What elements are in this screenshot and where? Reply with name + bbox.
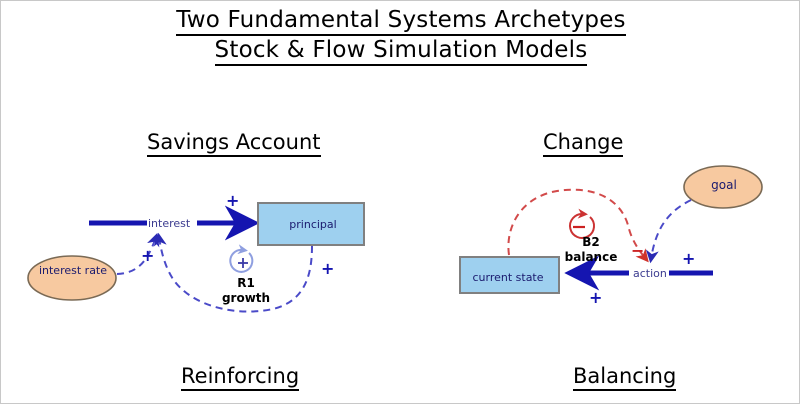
link-rate-to-interest <box>116 232 160 275</box>
heading-savings-account-text: Savings Account <box>147 130 321 157</box>
stock-current-state <box>459 256 560 294</box>
stock-principal-label: principal <box>289 218 337 231</box>
loop-label-r1-id: R1 <box>237 276 255 290</box>
loop-label-r1: R1 growth <box>201 276 291 306</box>
polarity-state-to-action: − <box>631 241 645 260</box>
stock-current-state-label: current state <box>472 271 544 284</box>
footer-balancing: Balancing <box>573 364 677 391</box>
page-title-line-2-text: Stock & Flow Simulation Models <box>214 37 588 66</box>
link-state-to-action <box>507 188 649 263</box>
footer-reinforcing: Reinforcing <box>181 364 300 391</box>
page-title-line-1-text: Two Fundamental Systems Archetypes <box>176 7 626 36</box>
loop-label-r1-name: growth <box>221 291 271 305</box>
polarity-goal-to-action: + <box>682 249 696 268</box>
converter-goal-label: goal <box>711 178 737 192</box>
loop-label-b2-id: B2 <box>582 235 600 249</box>
page-title-line-2: Stock & Flow Simulation Models <box>1 37 799 66</box>
flow-interest-label: interest <box>147 217 192 230</box>
polarity-action-to-state: + <box>589 288 603 307</box>
polarity-principal-to-interest: + <box>321 259 335 278</box>
loop-label-b2-name: balance <box>564 250 618 264</box>
link-principal-to-interest <box>153 232 313 313</box>
stock-principal <box>257 202 365 246</box>
polarity-interest-to-principal: + <box>226 191 240 210</box>
footer-balancing-text: Balancing <box>573 364 677 391</box>
heading-change-text: Change <box>543 130 624 157</box>
page-title-line-1: Two Fundamental Systems Archetypes <box>1 7 799 36</box>
converter-interest-rate-label: interest rate <box>38 264 108 277</box>
balancing-loop-icon <box>569 208 595 239</box>
heading-change: Change <box>543 130 624 157</box>
flow-action-label: action <box>632 267 668 280</box>
heading-savings-account: Savings Account <box>147 130 321 157</box>
reinforcing-loop-icon <box>229 244 254 273</box>
loop-label-b2: B2 balance <box>546 235 636 265</box>
link-goal-to-action <box>645 199 692 264</box>
footer-reinforcing-text: Reinforcing <box>181 364 300 391</box>
converter-interest-rate <box>27 255 117 301</box>
converter-goal <box>683 165 763 209</box>
polarity-rate-to-interest: + <box>141 246 155 265</box>
